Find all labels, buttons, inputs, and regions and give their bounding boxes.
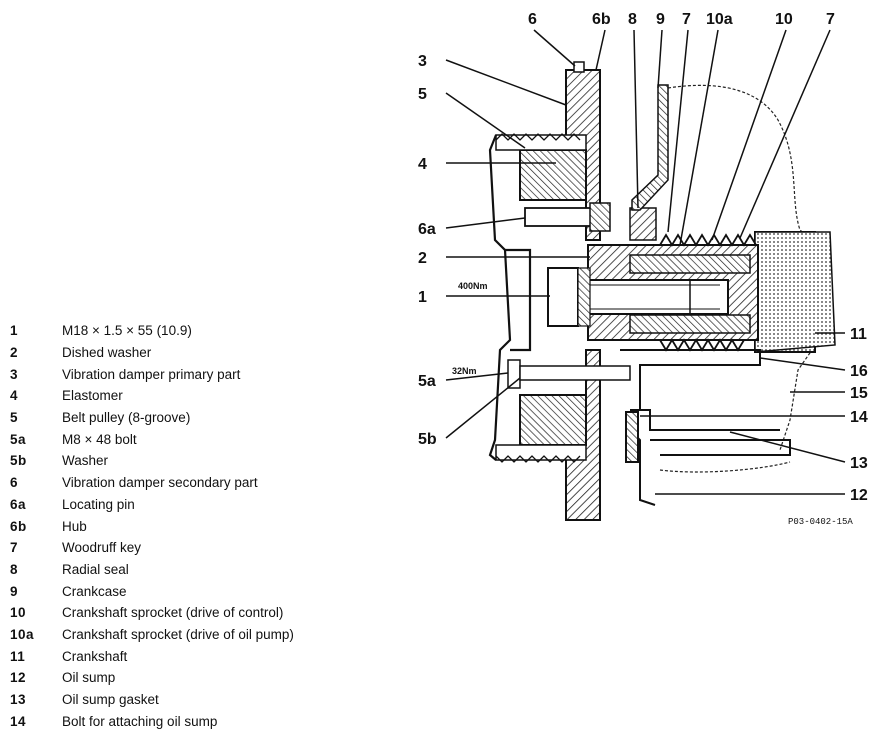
callout-11-right: 11 (850, 326, 867, 343)
legend-item-description: Hub (62, 518, 87, 534)
leader-lines (445, 29, 846, 495)
legend-item-number: 6a (10, 496, 27, 512)
callout-2-left: 2 (418, 250, 427, 267)
legend-item-description: Crankshaft sprocket (drive of oil pump) (62, 626, 294, 642)
legend-item-description: Bolt for attaching oil sump (62, 713, 218, 729)
legend-item: 5b Washer (6, 450, 406, 472)
legend-item: 7 Woodruff key (6, 537, 406, 559)
legend-item-description: Washer (62, 453, 109, 469)
legend-item: 10 Crankshaft sprocket (drive of control) (6, 602, 406, 624)
legend-item-description: Crankcase (62, 583, 127, 599)
legend-item-description: Woodruff key (62, 540, 142, 556)
legend-item-description: Crankshaft sprocket (drive of control) (62, 605, 284, 621)
callout-14-right: 14 (850, 409, 868, 426)
legend-item-number: 3 (10, 366, 19, 382)
legend-item-number: 14 (10, 713, 27, 729)
callout-10-top: 10 (775, 11, 793, 28)
legend-item: 10a Crankshaft sprocket (drive of oil pum… (6, 624, 406, 646)
legend-item-number: 9 (10, 583, 19, 599)
legend-item-description: Crankshaft (62, 648, 128, 664)
callout-7-top: 7 (682, 11, 691, 28)
callout-10a-top: 10a (706, 11, 733, 28)
callout-5-left: 5 (418, 86, 427, 103)
locating-pin (524, 202, 611, 232)
legend-item-number: 8 (10, 561, 19, 577)
legend-item: 4 Elastomer (6, 385, 406, 407)
legend-item-description: Dished washer (62, 345, 152, 361)
legend-item-number: 6 (10, 475, 19, 491)
legend-item: 1 M18 × 1.5 × 55 (10.9) (6, 320, 406, 342)
legend-item-number: 4 (10, 388, 19, 404)
callout-4-left: 4 (418, 156, 427, 173)
legend-item-number: 5a (10, 431, 27, 447)
callout-7b-top: 7 (826, 11, 835, 28)
legend-item-description: M8 × 48 bolt (62, 431, 137, 447)
callout-9-top: 9 (656, 11, 665, 28)
oil-sump (620, 349, 791, 506)
legend-item-description: Vibration damper secondary part (62, 475, 258, 491)
legend-item: 13 Oil sump gasket (6, 689, 406, 711)
legend-item-description: Vibration damper primary part (62, 366, 241, 382)
legend-item-description: Belt pulley (8-groove) (62, 410, 191, 426)
legend-item-description: Locating pin (62, 496, 135, 512)
central-bolt (547, 267, 729, 327)
reference-code: P03-0402-15A (788, 517, 853, 527)
callout-6b-top: 6b (592, 11, 611, 28)
legend-item-number: 13 (10, 692, 27, 708)
callout-1-left: 1 (418, 289, 427, 306)
legend-item-number: 1 (10, 323, 19, 339)
legend-item-description: M18 × 1.5 × 55 (10.9) (62, 323, 192, 339)
legend-item-description: Radial seal (62, 561, 129, 577)
legend-item: 5a M8 × 48 bolt (6, 428, 406, 450)
torque-central-bolt: 400Nm (458, 281, 488, 291)
radial-seal (629, 84, 669, 241)
damper-lower (495, 349, 601, 521)
legend-item: 5 Belt pulley (8-groove) (6, 407, 406, 429)
torque-pulley-bolt: 32Nm (452, 366, 477, 376)
legend-item: 6b Hub (6, 515, 406, 537)
legend-item-number: 10a (10, 626, 35, 642)
callout-6-top: 6 (528, 11, 537, 28)
legend-item: 12 Oil sump (6, 667, 406, 689)
legend-item: 11 Crankshaft (6, 645, 406, 667)
callout-5b-left: 5b (418, 431, 437, 448)
pulley-bolt (507, 359, 631, 389)
legend-item-number: 10 (10, 605, 27, 621)
legend-item: 2 Dished washer (6, 342, 406, 364)
callout-13-right: 13 (850, 455, 868, 472)
legend-item: 14 Bolt for attaching oil sump (6, 710, 406, 732)
legend-item: 3 Vibration damper primary part (6, 363, 406, 385)
belt-pulley (488, 134, 532, 461)
callout-16-right: 16 (850, 363, 868, 380)
legend-item-description: Oil sump (62, 670, 116, 686)
callout-5a-left: 5a (418, 373, 436, 390)
legend-item-number: 6b (10, 518, 27, 534)
callout-12-right: 12 (850, 487, 868, 504)
legend-item-number: 2 (10, 345, 19, 361)
callout-8-top: 8 (628, 11, 637, 28)
legend-item-number: 11 (10, 648, 26, 664)
callout-6a-left: 6a (418, 221, 436, 238)
legend-item-description: Oil sump gasket (62, 692, 159, 708)
legend-item-number: 12 (10, 670, 27, 686)
legend-item-number: 5b (10, 453, 27, 469)
legend-item: 8 Radial seal (6, 559, 406, 581)
legend-item-number: 7 (10, 540, 19, 556)
callout-15-right: 15 (850, 385, 868, 402)
legend-item-number: 5 (10, 410, 19, 426)
callout-labels: 6 6b 8 9 7 10a 10 7 3 5 4 6a 2 1 5a 5b 1… (418, 11, 868, 527)
legend-item: 9 Crankcase (6, 580, 406, 602)
callout-3-left: 3 (418, 53, 427, 70)
legend-item: 6 Vibration damper secondary part (6, 472, 406, 494)
legend-item-description: Elastomer (62, 388, 123, 404)
legend-item: 6a Locating pin (6, 494, 406, 516)
crankshaft (754, 231, 836, 353)
